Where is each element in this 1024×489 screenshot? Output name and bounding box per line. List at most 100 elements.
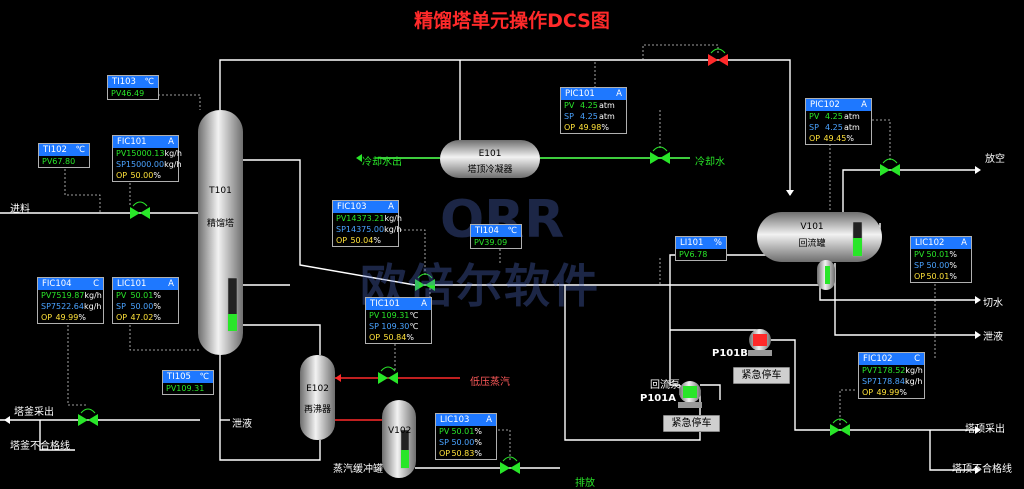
faceplate-mode: ℃ [75,145,85,155]
valve-lv103[interactable] [500,456,520,474]
faceplate-key: SP [564,112,574,121]
valve-fv101[interactable] [130,201,150,219]
pump-p101a[interactable] [678,381,702,408]
faceplate-unit: kg/h [905,366,923,375]
faceplate-key: PV [111,89,122,98]
faceplate-mode: A [388,202,394,212]
faceplate-mode: ℃ [144,77,154,87]
faceplate-tag: LIC102 [915,238,945,248]
faceplate-unit [707,249,723,260]
faceplate-tag: FIC103 [337,202,367,212]
faceplate-value: 50.01 [451,427,475,436]
faceplate-value: 67.80 [52,157,76,166]
faceplate-header: FIC104 C [38,278,103,290]
valve-fv104[interactable] [78,408,98,426]
faceplate-key: OP [336,236,348,245]
faceplate-header: TI104℃ [471,225,521,237]
faceplate-unit: % [474,449,482,458]
faceplate-key: PV [41,291,52,300]
faceplate-key: OP [369,333,381,342]
stream-bottoms: 塔釜采出 [14,407,54,418]
faceplate-value: 50.01 [926,272,950,281]
faceplate-unit: % [949,272,957,281]
faceplate-tag: FIC104 [42,279,72,289]
valve-pv102-bypass[interactable] [708,48,728,66]
valve-pv102-vent[interactable] [880,158,900,176]
faceplate-key: PV [474,238,485,247]
faceplate-header: TI103℃ [108,76,158,88]
faceplate-value: 50.83 [451,449,475,458]
t101-name: 精馏塔 [206,219,234,229]
faceplate-mode: A [168,279,174,289]
faceplate-key: SP [336,225,346,234]
faceplate-key: PV [166,384,177,393]
faceplate-value: 4.25 [580,112,598,121]
valve-fv103[interactable] [415,273,435,291]
pump-p101b[interactable] [748,329,772,356]
faceplate-mode: C [93,279,99,289]
stream-vent: 放空 [985,154,1005,165]
faceplate-header: FIC103 A [333,201,398,213]
e102-vessel [300,355,335,440]
valve-fv102[interactable] [830,418,850,436]
faceplate-mode: A [961,238,967,248]
stream-top-product: 塔顶采出 [965,424,1005,435]
faceplate-mode: ℃ [507,226,517,236]
emergency-stop-p101b-button[interactable]: 紧急停车 [733,367,790,384]
e102-name: 再沸器 [303,405,331,415]
e101-vessel [440,140,540,178]
faceplate-unit: % [153,313,161,322]
faceplate-unit: ℃ [409,311,419,320]
faceplate-key: SP [439,438,449,447]
p101a-tag: P101A [640,393,676,404]
faceplate-value: 14375.00 [345,225,385,234]
faceplate-tag: LIC103 [440,415,470,425]
faceplate-unit: kg/h [384,225,402,234]
valve-pv101[interactable] [650,146,670,164]
valve-tv101[interactable] [378,366,398,384]
emergency-stop-p101a-button[interactable]: 紧急停车 [663,415,720,432]
faceplate-tag: FIC102 [863,354,893,364]
faceplate-key: OP [116,171,128,180]
faceplate-key: OP [564,123,576,132]
stream-cut-water: 切水 [983,298,1003,309]
faceplate-value: 14373.21 [346,214,385,223]
faceplate-value: 7522.64 [50,302,84,311]
faceplate-value: 4.25 [580,101,598,110]
stream-spill-bottom: 泄液 [232,419,252,430]
